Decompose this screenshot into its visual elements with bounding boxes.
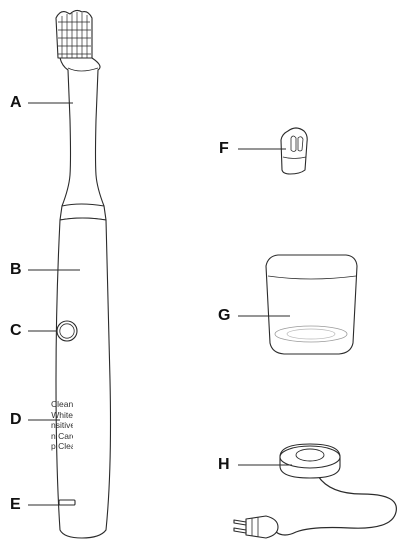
mode-item-deep-clean: p Clean	[51, 441, 73, 452]
label-f: F	[219, 141, 229, 157]
brush-head-bristles	[56, 10, 92, 58]
label-d: D	[10, 412, 22, 428]
mode-item-sensitive: nsitive	[51, 420, 73, 431]
battery-indicator	[59, 500, 75, 505]
protective-cap	[281, 128, 307, 174]
brushing-mode-list: Clean White nsitive n Care p Clean	[51, 399, 73, 459]
charger	[234, 444, 396, 538]
mode-item-white: White	[51, 410, 73, 421]
power-plug	[234, 516, 278, 538]
label-e: E	[10, 497, 21, 513]
handle-body	[56, 218, 111, 538]
label-c: C	[10, 323, 22, 339]
rinse-glass	[266, 255, 357, 354]
brush-head-neck	[60, 58, 104, 206]
charger-cord	[276, 476, 396, 535]
mode-item-clean: Clean	[51, 399, 73, 410]
label-b: B	[10, 262, 22, 278]
mode-item-gum-care: n Care	[51, 431, 73, 442]
label-g: G	[218, 308, 230, 324]
label-a: A	[10, 95, 22, 111]
label-h: H	[218, 457, 230, 473]
